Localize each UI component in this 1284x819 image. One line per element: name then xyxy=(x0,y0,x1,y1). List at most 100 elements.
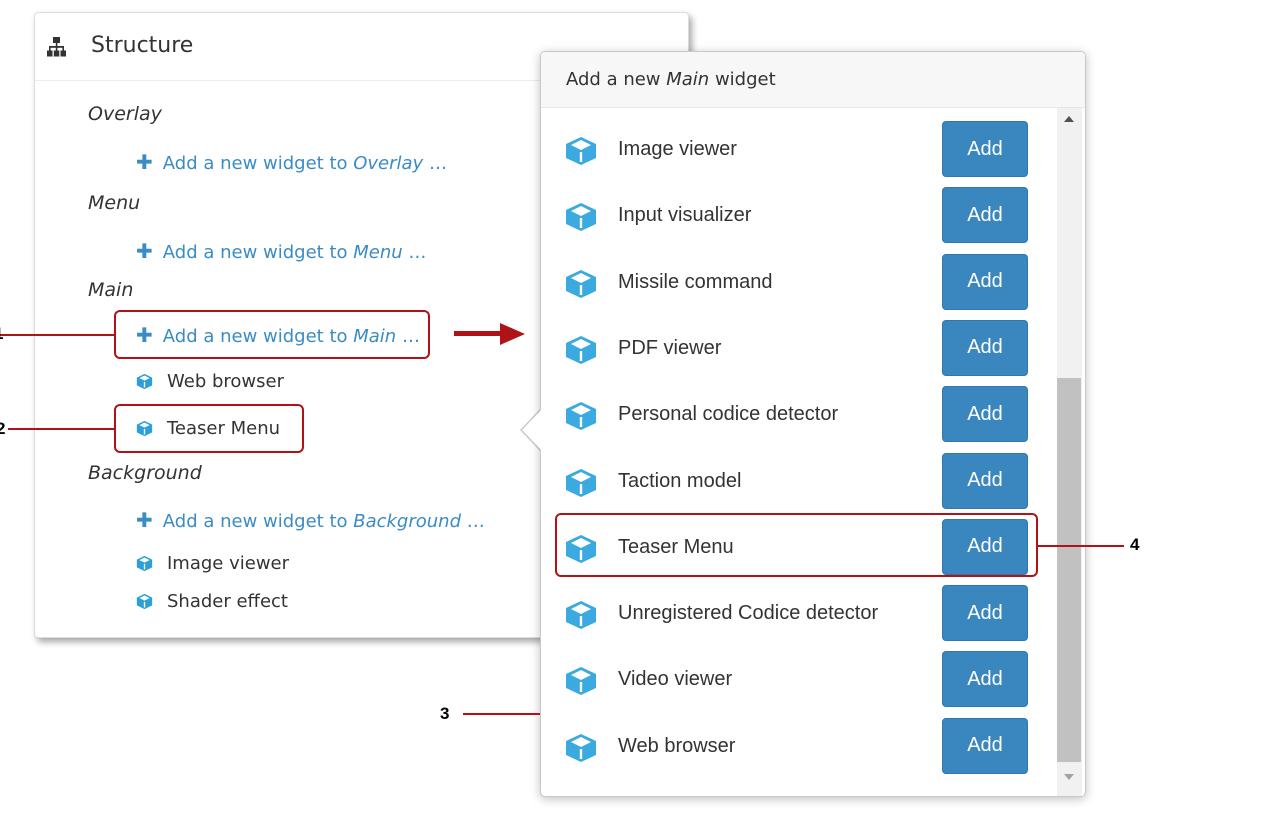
widget-type-label: PDF viewer xyxy=(618,336,722,359)
widget-type-row: Video viewer Add xyxy=(541,648,1053,714)
highlight-box-1 xyxy=(114,310,430,359)
add-widget-overlay-link[interactable]: ✚ Add a new widget to Overlay … xyxy=(136,150,447,174)
cube-icon xyxy=(136,373,153,390)
cube-icon xyxy=(566,402,596,431)
popover-header: Add a new Main widget xyxy=(541,52,1085,108)
widget-type-label: Input visualizer xyxy=(618,204,752,227)
widget-item-label: Teaser Menu xyxy=(167,418,281,439)
widget-type-row: Input visualizer Add xyxy=(541,184,1053,250)
cube-icon xyxy=(566,601,596,630)
callout-line-2 xyxy=(8,428,114,430)
add-link-target: Main xyxy=(353,326,397,347)
widget-type-row: Personal codice detector Add xyxy=(541,383,1053,449)
widget-type-row: Missile command Add xyxy=(541,251,1053,317)
callout-line-1 xyxy=(0,334,114,336)
add-widget-background-link[interactable]: ✚ Add a new widget to Background … xyxy=(136,508,485,532)
widget-item-teaser-menu[interactable]: Teaser Menu xyxy=(136,418,280,439)
scrollbar-thumb[interactable] xyxy=(1057,378,1081,762)
widget-type-row: Unregistered Codice detector Add xyxy=(541,582,1053,648)
slot-label-overlay: Overlay xyxy=(88,103,162,125)
add-link-text: Add a new widget to xyxy=(162,153,354,174)
plus-icon: ✚ xyxy=(136,508,153,532)
widget-type-label: Video viewer xyxy=(618,668,733,691)
widget-item-label: Web browser xyxy=(167,371,284,392)
add-widget-menu-link[interactable]: ✚ Add a new widget to Menu … xyxy=(136,239,426,263)
widget-type-label: Image viewer xyxy=(618,138,737,160)
add-button[interactable]: Add xyxy=(942,187,1028,244)
popover-title-slot: Main xyxy=(666,69,710,90)
add-button[interactable]: Add xyxy=(942,386,1028,443)
add-link-ellipsis: … xyxy=(402,242,427,263)
popover-title-prefix: Add a new xyxy=(566,69,667,90)
callout-number-4: 4 xyxy=(1130,535,1140,554)
add-link-target: Menu xyxy=(353,242,403,263)
cube-icon xyxy=(566,203,596,232)
add-button[interactable]: Add xyxy=(942,121,1028,177)
add-link-text: Add a new widget to xyxy=(162,511,354,532)
add-link-ellipsis: … xyxy=(396,326,420,347)
popover-title: Add a new Main widget xyxy=(566,69,776,90)
highlight-box-4 xyxy=(555,513,1038,577)
slot-label-main: Main xyxy=(88,279,134,301)
cube-icon xyxy=(136,555,153,572)
widget-item-image-viewer[interactable]: Image viewer xyxy=(136,553,289,574)
widget-item-shader-effect[interactable]: Shader effect xyxy=(136,591,288,612)
scroll-down-arrow-icon[interactable] xyxy=(1064,774,1074,780)
add-widget-main-link[interactable]: ✚ Add a new widget to Main … xyxy=(136,323,420,347)
arrow-right-icon xyxy=(500,323,525,345)
sitemap-icon xyxy=(47,37,66,57)
add-button[interactable]: Add xyxy=(942,651,1028,708)
cube-icon xyxy=(566,667,596,696)
widget-item-label: Image viewer xyxy=(167,553,290,574)
callout-number-2: 2 xyxy=(0,419,6,438)
widget-type-row: PDF viewer Add xyxy=(541,317,1053,383)
callout-number-1: 1 xyxy=(0,324,3,344)
structure-header: Structure xyxy=(35,13,688,81)
widget-type-label: Taction model xyxy=(618,469,742,492)
cube-icon xyxy=(566,468,596,497)
add-button[interactable]: Add xyxy=(942,452,1028,509)
callout-line-4 xyxy=(1038,545,1124,547)
add-link-text: Add a new widget to xyxy=(162,326,354,347)
add-link-target: Overlay xyxy=(353,153,424,174)
add-button[interactable]: Add xyxy=(942,253,1028,310)
widget-type-row: Teaser Menu Add xyxy=(541,516,1053,582)
cube-icon xyxy=(566,335,596,364)
cube-icon xyxy=(566,269,596,298)
widget-type-label: Missile command xyxy=(618,270,773,293)
structure-title: Structure xyxy=(91,33,194,58)
widget-type-row: Taction model Add xyxy=(541,450,1053,516)
add-button[interactable]: Add xyxy=(942,319,1028,376)
cube-icon xyxy=(566,137,596,165)
add-link-ellipsis: … xyxy=(423,153,447,174)
widget-type-row: Image viewer Add xyxy=(541,118,1053,184)
add-button[interactable]: Add xyxy=(942,518,1028,575)
plus-icon: ✚ xyxy=(136,150,153,174)
widget-type-label: Unregistered Codice detector xyxy=(618,602,879,625)
cube-icon xyxy=(566,733,596,762)
add-link-target: Background xyxy=(353,511,462,532)
callout-line-3 xyxy=(463,713,540,715)
slot-label-menu: Menu xyxy=(88,192,141,214)
plus-icon: ✚ xyxy=(136,323,153,347)
slot-label-background: Background xyxy=(88,462,202,484)
widget-type-label: Personal codice detector xyxy=(618,403,839,426)
widget-item-web-browser[interactable]: Web browser xyxy=(136,371,284,392)
plus-icon: ✚ xyxy=(136,239,153,263)
add-link-text: Add a new widget to xyxy=(162,242,354,263)
popover-caret-fill xyxy=(522,409,542,451)
cube-icon xyxy=(136,420,153,437)
callout-number-3: 3 xyxy=(440,704,450,723)
widget-type-row: Web browser Add xyxy=(541,715,1053,781)
scroll-up-arrow-icon[interactable] xyxy=(1064,116,1074,122)
highlight-box-2 xyxy=(114,404,304,453)
cube-icon xyxy=(566,534,596,563)
widget-type-label: Web browser xyxy=(618,734,736,757)
add-link-ellipsis: … xyxy=(461,511,485,532)
add-button[interactable]: Add xyxy=(942,717,1028,774)
arrow-right-icon-shaft xyxy=(454,331,502,336)
widget-type-label: Teaser Menu xyxy=(618,535,734,558)
widget-item-label: Shader effect xyxy=(167,591,288,612)
add-button[interactable]: Add xyxy=(942,585,1028,642)
